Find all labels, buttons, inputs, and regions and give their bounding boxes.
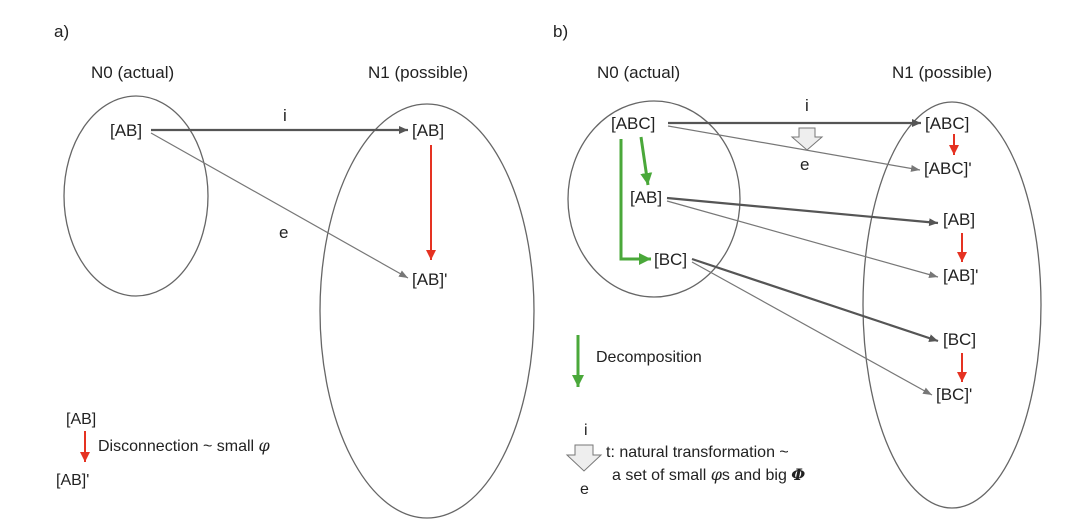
legend-t-line2: a set of small φs and big Φ (612, 465, 805, 484)
arrow-i-label: i (283, 106, 287, 125)
legend-disconnection: [AB] [AB]' Disconnection ~ small φ (56, 411, 271, 489)
n1-node-abc-prime: [ABC]' (924, 159, 972, 178)
node-ab-n1: [AB] (412, 121, 444, 140)
set-n1-ellipse (862, 101, 1042, 509)
set-n0-label: N0 (actual) (91, 63, 174, 82)
node-bc: [BC] (654, 250, 687, 269)
legend-disconnection-text: Disconnection ~ small φ (98, 436, 271, 455)
n1-node-ab: [AB] (943, 210, 975, 229)
n1-node-ab-prime: [AB]' (943, 266, 978, 285)
set-n0-ellipse (567, 100, 741, 298)
set-n1-label: N1 (possible) (368, 63, 468, 82)
panel-a-label: a) (54, 22, 69, 41)
arrow-e-ab (666, 200, 939, 278)
panel-b: b) N0 (actual) N1 (possible) [ABC] [AB] … (553, 22, 1042, 509)
legend-hollow-arrow-icon (565, 444, 603, 472)
legend-i-label: i (584, 422, 588, 439)
legend-decomposition: Decomposition (572, 335, 702, 387)
legend-ab: [AB] (66, 411, 96, 428)
n1-node-bc-prime: [BC]' (936, 385, 972, 404)
arrow-e-bc (691, 261, 933, 396)
arrow-i-bc (691, 257, 939, 343)
n1-node-bc: [BC] (943, 330, 976, 349)
legend-e-label: e (580, 481, 589, 498)
phi-small-symbol: φ (259, 436, 271, 455)
decomposition-arrow-ab (639, 136, 653, 186)
set-n1-ellipse (319, 103, 535, 519)
panel-a: a) N0 (actual) N1 (possible) [AB] [AB] [… (54, 22, 535, 519)
set-n0-label: N0 (actual) (597, 63, 680, 82)
set-n0-ellipse (63, 95, 209, 297)
t-i-label: i (805, 96, 809, 115)
node-ab: [AB] (630, 188, 662, 207)
n1-node-abc: [ABC] (925, 114, 969, 133)
phi-big-symbol: Φ (791, 465, 805, 484)
legend-t-line2-pre: a set of small (612, 467, 711, 484)
panel-b-label: b) (553, 22, 568, 41)
arrow-i-ab (666, 196, 939, 227)
legend-disconnection-label: Disconnection ~ small (98, 438, 259, 455)
natural-transformation-arrow (790, 127, 824, 151)
set-n1-label: N1 (possible) (892, 63, 992, 82)
legend-ab-prime: [AB]' (56, 472, 89, 489)
legend-decomposition-label: Decomposition (596, 349, 702, 366)
t-e-label: e (800, 155, 809, 174)
decomposition-arrow-bc (619, 139, 651, 265)
phi-small-symbol: φ (711, 465, 723, 484)
node-ab: [AB] (110, 121, 142, 140)
arrow-e (150, 132, 409, 279)
legend-natural-transformation: i e t: natural transformation ~ a set of… (565, 422, 805, 498)
legend-t-line2-mid: s and big (722, 467, 791, 484)
node-ab-prime: [AB]' (412, 270, 447, 289)
arrow-e-abc (667, 125, 921, 172)
node-abc: [ABC] (611, 114, 655, 133)
arrow-e-label: e (279, 223, 288, 242)
legend-t-line1: t: natural transformation ~ (606, 444, 789, 461)
